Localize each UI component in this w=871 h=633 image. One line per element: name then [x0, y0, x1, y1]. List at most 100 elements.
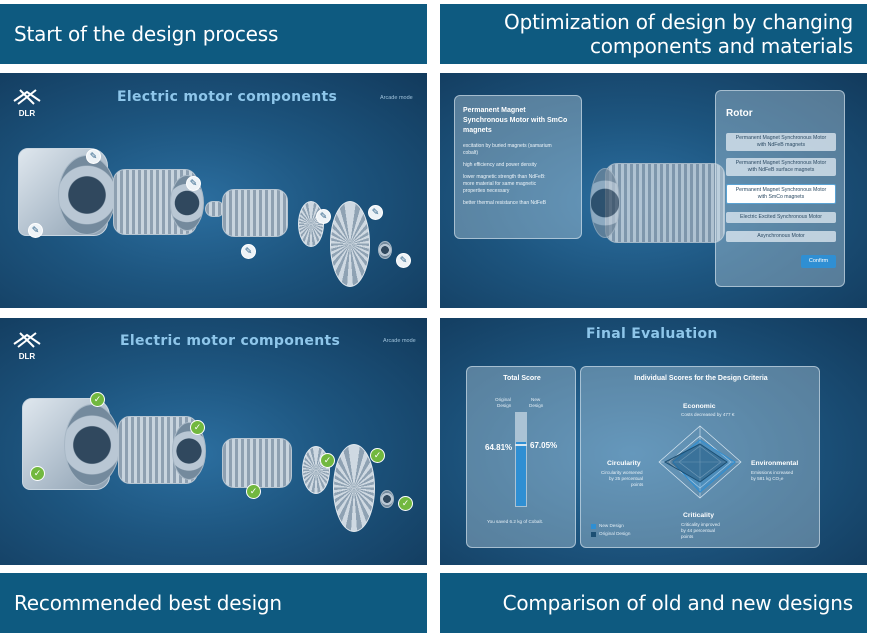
caption-start-text: Start of the design process [14, 22, 279, 46]
dlr-logo-text: DLR [18, 352, 36, 361]
info-title-line2: Synchronous Motor with SmCo [463, 117, 568, 124]
caption-optimization-line2: components and materials [589, 34, 853, 58]
pencil-icon[interactable]: ✎ [316, 209, 331, 224]
rotor-option-ndfeb[interactable]: Permanent Magnet Synchronous Motor with … [726, 133, 836, 151]
cooling-fan-small[interactable] [298, 201, 324, 247]
circularity-text: by 25 percentual [609, 476, 643, 481]
rotor-title: Rotor [726, 108, 753, 119]
original-design-label: Design [497, 403, 512, 408]
pencil-icon[interactable]: ✎ [396, 253, 411, 268]
score-bar-original-marker [515, 444, 527, 446]
checkmark-icon[interactable]: ✓ [190, 420, 205, 435]
rotor-option-line1: Permanent Magnet Synchronous Motor [735, 135, 827, 141]
criteria-heading: Individual Scores for the Design Criteri… [634, 375, 768, 382]
radar-original-design [663, 443, 728, 483]
panel-final-evaluation: Final Evaluation Total Score Original De… [440, 318, 867, 565]
info-title-line1: Permanent Magnet [463, 107, 526, 114]
info-line: excitation by buried magnets (samarium [463, 143, 552, 149]
motor-info-panel: Permanent Magnet Synchronous Motor with … [454, 95, 582, 239]
final-evaluation-title: Final Evaluation [586, 326, 718, 342]
original-design-label: Original [495, 397, 511, 402]
rotor-option-ndfeb-surface[interactable]: Permanent Magnet Synchronous Motor with … [726, 158, 836, 176]
checkmark-icon[interactable]: ✓ [246, 484, 261, 499]
score-bar-fill [516, 442, 526, 506]
motor-housing-opening [64, 404, 120, 486]
checkmark-icon[interactable]: ✓ [90, 392, 105, 407]
rotor-option-electric-excited[interactable]: Electric Excited Synchronous Motor [726, 212, 836, 223]
rotor-option-line2: with NdFeB magnets [756, 142, 806, 148]
rotor-option-line1: Permanent Magnet Synchronous Motor [735, 160, 827, 166]
radar-chart [658, 425, 742, 499]
confirm-button[interactable]: Confirm [801, 255, 836, 268]
panel-optimization: Permanent Magnet Synchronous Motor with … [440, 73, 867, 308]
rotor-preview-end [590, 168, 620, 238]
checkmark-icon[interactable]: ✓ [398, 496, 413, 511]
rotor-option-line1: Permanent Magnet Synchronous Motor [735, 187, 827, 193]
rotor-option-line2: with SmCo magnets [757, 194, 805, 200]
arcade-mode-label: Arcade mode [380, 95, 413, 101]
circularity-text: Circularity worsened [601, 470, 643, 475]
legend-new-label: New Design [599, 523, 624, 528]
legend-original-label: Original Design [599, 531, 631, 536]
caption-best-text: Recommended best design [14, 591, 282, 615]
bearing[interactable] [380, 490, 394, 508]
pencil-icon[interactable]: ✎ [86, 149, 101, 164]
criticality-text: Criticality improved [681, 522, 720, 527]
legend-new-swatch [591, 524, 596, 529]
panel-title: Electric motor components [117, 89, 338, 105]
panel-best-design: DLR Electric motor components Arcade mod… [0, 318, 427, 565]
criteria-card: Individual Scores for the Design Criteri… [580, 366, 820, 548]
checkmark-icon[interactable]: ✓ [30, 466, 45, 481]
total-score-heading: Total Score [503, 375, 541, 382]
rotor-selection-panel: Rotor Permanent Magnet Synchronous Motor… [715, 90, 845, 287]
new-design-label: Design [529, 403, 544, 408]
caption-comparison-text: Comparison of old and new designs [502, 591, 854, 615]
caption-optimization: Optimization of design by changing compo… [440, 4, 867, 64]
pencil-icon[interactable]: ✎ [241, 244, 256, 259]
economic-text: Costs decreased by 477 € [681, 412, 735, 417]
radar-new-design [672, 439, 736, 493]
environmental-text: by 581 kg CO₂e [751, 476, 784, 481]
dlr-logo: DLR [12, 87, 42, 118]
rotor-option-smco[interactable]: Permanent Magnet Synchronous Motor with … [726, 184, 836, 204]
caption-best: Recommended best design [0, 573, 427, 633]
original-score-value: 64.81% [485, 443, 513, 452]
info-line: more material for same magnetic [463, 181, 537, 187]
motor-housing-opening [58, 155, 116, 235]
caption-comparison: Comparison of old and new designs [440, 573, 867, 633]
environmental-text: Emissions increased [751, 470, 794, 475]
caption-optimization-line1: Optimization of design by changing [504, 10, 853, 34]
rotor-option-line1: Asynchronous Motor [757, 233, 805, 239]
checkmark-icon[interactable]: ✓ [320, 453, 335, 468]
new-score-value: 67.05% [530, 441, 558, 450]
score-bar-track [515, 412, 527, 507]
circularity-text: points [631, 482, 644, 487]
circularity-title: Circularity [607, 460, 641, 467]
info-line: properties necessary [463, 188, 510, 194]
criticality-text: points [681, 534, 694, 539]
end-cover-disc[interactable] [333, 444, 375, 532]
economic-title: Economic [683, 403, 716, 410]
checkmark-icon[interactable]: ✓ [370, 448, 385, 463]
cobalt-saved-text: You saved 6.2 kg of Cobalt. [487, 519, 544, 524]
info-line: high efficiency and power density [463, 162, 537, 168]
criticality-text: by 44 percentual [681, 528, 715, 533]
dlr-logo-icon [13, 89, 41, 105]
rotor-option-asynchronous[interactable]: Asynchronous Motor [726, 231, 836, 242]
pencil-icon[interactable]: ✎ [186, 176, 201, 191]
dlr-logo-text: DLR [18, 109, 36, 118]
legend-original-swatch [591, 532, 596, 537]
pencil-icon[interactable]: ✎ [368, 205, 383, 220]
bearing[interactable] [378, 241, 392, 259]
end-cover-disc[interactable] [330, 201, 370, 287]
arcade-mode-label: Arcade mode [383, 338, 416, 344]
rotor[interactable] [222, 438, 292, 488]
dlr-logo: DLR [12, 330, 42, 361]
info-line: cobalt) [463, 150, 479, 156]
rotor[interactable] [222, 189, 288, 237]
criticality-title: Criticality [683, 512, 714, 519]
info-line: lower magnetic strength than NdFeB: [463, 174, 546, 180]
rotor-option-line2: with NdFeB surface magnets [747, 167, 815, 173]
panel-title: Electric motor components [120, 333, 341, 349]
pencil-icon[interactable]: ✎ [28, 223, 43, 238]
